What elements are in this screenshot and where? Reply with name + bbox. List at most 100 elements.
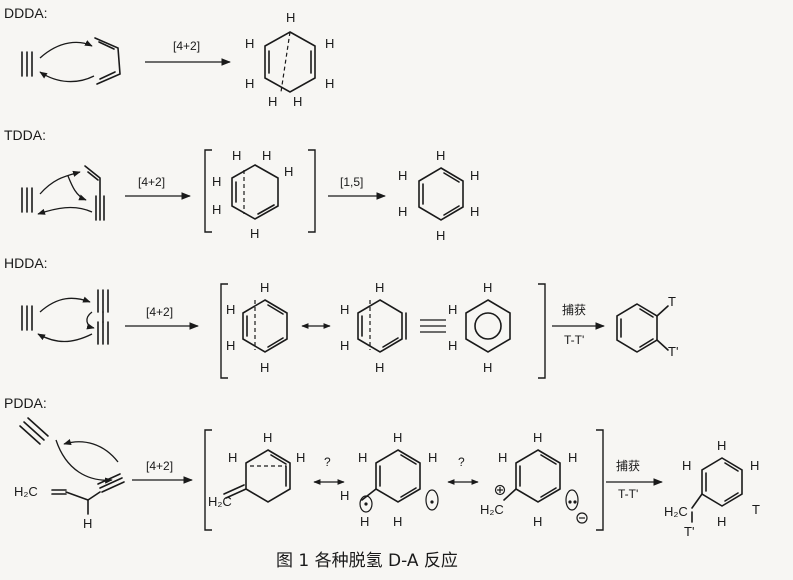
- svg-text:H: H: [483, 280, 492, 295]
- svg-text:H₂C: H₂C: [14, 484, 38, 499]
- svg-text:H: H: [393, 430, 402, 445]
- aryne-resonance-2: H H H H: [340, 280, 407, 375]
- aryne-circle-form: H H H H: [448, 280, 511, 375]
- svg-text:H: H: [263, 430, 272, 445]
- pdda-product: H H H T H H₂C T': [664, 438, 760, 539]
- svg-text:H: H: [498, 450, 507, 465]
- section-hdda: HDDA: [4+2] H H H: [4, 255, 678, 379]
- svg-text:H: H: [286, 10, 295, 25]
- svg-text:H: H: [325, 76, 334, 91]
- section-label-pdda: PDDA:: [4, 395, 47, 411]
- svg-text:H: H: [375, 280, 384, 295]
- svg-text:H: H: [360, 514, 369, 529]
- electron-arrow: [39, 40, 93, 59]
- bracket-right: [538, 283, 546, 379]
- svg-text:H: H: [340, 302, 349, 317]
- svg-text:H: H: [284, 164, 293, 179]
- svg-text:H: H: [398, 204, 407, 219]
- svg-text:H: H: [226, 302, 235, 317]
- svg-text:H: H: [212, 202, 221, 217]
- svg-text:H₂C: H₂C: [480, 502, 504, 517]
- svg-text:H: H: [483, 360, 492, 375]
- svg-text:H: H: [448, 338, 457, 353]
- aryne-resonance-1: H H H H: [226, 280, 288, 375]
- svg-text:H: H: [436, 148, 445, 163]
- svg-text:H: H: [393, 514, 402, 529]
- svg-text:H: H: [262, 148, 271, 163]
- svg-text:H: H: [293, 94, 302, 109]
- figure-caption: 图 1 各种脱氢 D-A 反应: [276, 551, 458, 571]
- svg-text:H: H: [717, 438, 726, 453]
- section-pdda: PDDA: H₂C H [4+2] H: [4, 395, 760, 539]
- svg-text:H: H: [340, 488, 349, 503]
- svg-text:T-T': T-T': [564, 333, 584, 347]
- svg-text:H: H: [232, 148, 241, 163]
- svg-text:H: H: [340, 338, 349, 353]
- svg-text:T: T: [668, 294, 676, 309]
- svg-text:?: ?: [458, 455, 465, 469]
- svg-text:H: H: [750, 458, 759, 473]
- equivalent-icon: [420, 319, 446, 333]
- section-ddda: DDDA: [4+2] H H H H H H: [4, 5, 334, 109]
- zwitterion-form: H H H H₂C H: [480, 430, 588, 529]
- bracket-left: [204, 429, 212, 531]
- svg-text:H: H: [358, 450, 367, 465]
- svg-text:H: H: [83, 516, 92, 531]
- svg-text:H: H: [226, 338, 235, 353]
- pdda-reactant: H₂C H: [14, 417, 125, 531]
- svg-text:H₂C: H₂C: [208, 494, 232, 509]
- svg-text:H: H: [268, 94, 277, 109]
- alkyne-reactant: [21, 51, 33, 77]
- ddda-product: H H H H H H H: [245, 10, 334, 109]
- svg-text:H: H: [717, 514, 726, 529]
- section-label-ddda: DDDA:: [4, 5, 48, 21]
- svg-text:T': T': [668, 344, 678, 359]
- svg-text:H: H: [245, 36, 254, 51]
- svg-text:H: H: [448, 302, 457, 317]
- diene-reactant: [94, 37, 121, 85]
- svg-text:[1,5]: [1,5]: [340, 175, 363, 189]
- svg-text:H: H: [228, 450, 237, 465]
- diyne-reactant: [97, 289, 109, 345]
- svg-text:H: H: [296, 450, 305, 465]
- svg-text:H: H: [250, 226, 259, 241]
- bracket-left: [220, 283, 228, 379]
- svg-text:H: H: [533, 514, 542, 529]
- svg-text:T': T': [684, 524, 694, 539]
- enyne-reactant: [84, 165, 105, 221]
- section-label-tdda: TDDA:: [4, 127, 46, 143]
- svg-text:H: H: [568, 450, 577, 465]
- svg-text:[4+2]: [4+2]: [138, 175, 165, 189]
- svg-text:H: H: [375, 360, 384, 375]
- trapped-product: T T': [616, 294, 678, 359]
- diradical-form: H H H H H H: [340, 430, 439, 529]
- svg-text:[4+2]: [4+2]: [146, 459, 173, 473]
- electron-arrow: [39, 71, 95, 83]
- bracket-left: [204, 149, 212, 233]
- svg-text:H: H: [260, 360, 269, 375]
- svg-text:H: H: [260, 280, 269, 295]
- svg-text:H: H: [398, 168, 407, 183]
- svg-text:H: H: [212, 174, 221, 189]
- svg-text:H: H: [436, 228, 445, 243]
- alkyne-reactant: [21, 187, 33, 213]
- svg-text:捕获: 捕获: [562, 302, 586, 317]
- svg-text:H: H: [428, 450, 437, 465]
- arrow-label: [4+2]: [173, 39, 200, 53]
- pdda-intermediate: H H H H₂C: [208, 430, 305, 509]
- section-label-hdda: HDDA:: [4, 255, 48, 271]
- svg-text:H: H: [533, 430, 542, 445]
- svg-text:H: H: [325, 36, 334, 51]
- svg-text:H: H: [682, 458, 691, 473]
- tdda-intermediate: H H H H H H: [212, 148, 293, 241]
- section-tdda: TDDA: [4+2] H H H H H H: [4, 127, 479, 243]
- svg-text:捕获: 捕获: [616, 458, 640, 473]
- svg-text:H: H: [245, 76, 254, 91]
- svg-text:H: H: [470, 204, 479, 219]
- svg-text:T: T: [752, 502, 760, 517]
- svg-text:?: ?: [324, 455, 331, 469]
- svg-text:H₂C: H₂C: [664, 504, 688, 519]
- svg-text:H: H: [470, 168, 479, 183]
- bracket-right: [596, 429, 604, 531]
